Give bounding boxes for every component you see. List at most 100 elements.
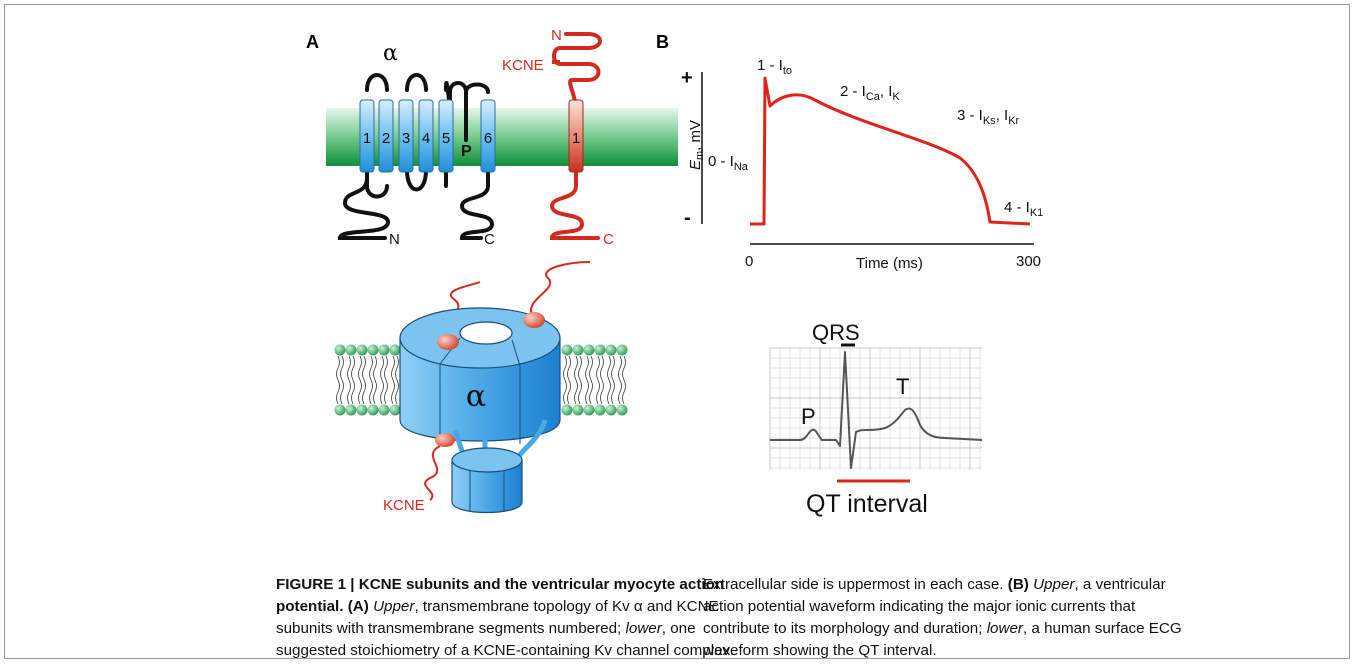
kcne-bead-bottom <box>435 433 455 447</box>
kcne-bead-top-left <box>437 334 459 350</box>
lipid-bilayer-left <box>334 344 401 416</box>
lipid-tail <box>611 355 615 405</box>
helix-2 <box>378 99 394 173</box>
lipid-head <box>389 344 401 356</box>
caption-b-text-2: action potential waveform indicating the… <box>703 598 1136 615</box>
lipid-head <box>605 404 617 416</box>
lipid-head <box>561 404 573 416</box>
lipid-tail <box>585 355 589 405</box>
lipid-head <box>583 404 595 416</box>
helix-6 <box>480 99 496 173</box>
alpha-c-terminus-label: C <box>484 231 495 248</box>
lipid-head <box>389 404 401 416</box>
alpha-chain <box>337 73 495 240</box>
ap-x-tick-0: 0 <box>745 253 753 270</box>
lipid-tail <box>578 355 582 405</box>
lipid-tail <box>395 355 399 405</box>
lipid-head <box>378 404 390 416</box>
caption-a-text-3: , one <box>661 620 696 637</box>
segment-label-3: 3 <box>402 130 410 147</box>
ap-y-label: Em, mV <box>687 120 706 170</box>
lipid-head <box>594 404 606 416</box>
segment-label-5: 5 <box>442 130 450 147</box>
caption-right-1: Extracellular side is uppermost in each … <box>703 576 1004 593</box>
lipid-tail <box>362 355 366 405</box>
alpha-n-terminus-label: N <box>389 231 400 248</box>
alpha-channel-cylinder <box>399 307 561 444</box>
ecg-p-label: P <box>801 404 816 429</box>
figure-graphic: A α 1 2 3 4 5 6 P N C <box>306 27 1043 518</box>
lipid-tail <box>358 355 362 405</box>
lipid-tail <box>336 355 340 405</box>
lipid-tail <box>373 355 377 405</box>
segment-label-1: 1 <box>363 130 371 147</box>
lipid-head <box>583 344 595 356</box>
ap-x-label: Time (ms) <box>856 255 923 272</box>
figure-frame <box>4 4 1350 659</box>
caption-figure-title: FIGURE 1 | KCNE subunits and the ventric… <box>276 576 725 593</box>
complex-kcne-label: KCNE <box>383 497 425 514</box>
lipid-head <box>334 404 346 416</box>
helix-1 <box>359 99 375 173</box>
segment-label-2: 2 <box>382 130 390 147</box>
caption-b-text-4: , a human surface ECG <box>1022 620 1182 637</box>
ap-x-tick-300: 300 <box>1016 253 1041 270</box>
kcne-cylinder <box>451 447 523 514</box>
panel-a-label: A <box>306 32 319 52</box>
caption-lower-b: lower <box>986 620 1023 637</box>
caption-lower-a: lower <box>625 620 662 637</box>
lipid-head <box>367 404 379 416</box>
kcne-helix <box>568 99 584 173</box>
lipid-tail <box>618 355 622 405</box>
caption-left: FIGURE 1 | KCNE subunits and the ventric… <box>276 574 734 662</box>
kcne-tail-bottom <box>424 445 441 501</box>
lipid-head <box>616 344 628 356</box>
lipid-head <box>378 344 390 356</box>
lipid-bilayer-right <box>561 344 628 416</box>
segment-label-6: 6 <box>484 130 492 147</box>
lipid-head <box>345 344 357 356</box>
lipid-head <box>334 344 346 356</box>
ap-minus-sign: - <box>684 207 691 229</box>
caption-b-tag: (B) <box>1007 576 1029 593</box>
ap-plus-sign: + <box>681 67 693 89</box>
caption-b-text-1: , a ventricular <box>1074 576 1166 593</box>
panel-b-label: B <box>656 32 669 52</box>
lipid-tail <box>391 355 395 405</box>
kcne-bead-top-right <box>523 312 545 328</box>
caption-upper-a: Upper <box>373 598 415 615</box>
lipid-head <box>356 404 368 416</box>
lipid-tail <box>596 355 600 405</box>
phase-4-label: 4 - IK1 <box>1004 199 1043 219</box>
lipid-head <box>616 404 628 416</box>
caption-figure-title-cont: potential. <box>276 598 344 615</box>
caption-b-text-3: contribute to its morphology and duratio… <box>703 620 983 637</box>
lipid-head <box>561 344 573 356</box>
lipid-tail <box>607 355 611 405</box>
helix-3 <box>398 99 414 173</box>
lipid-tail <box>567 355 571 405</box>
lipid-tail <box>369 355 373 405</box>
lipid-tail <box>351 355 355 405</box>
qt-interval-label: QT interval <box>806 490 928 518</box>
action-potential-trace <box>750 76 1031 226</box>
alpha-helices <box>359 99 496 173</box>
caption-a-text-2: subunits with transmembrane segments num… <box>276 620 622 637</box>
lipid-tail <box>622 355 626 405</box>
kcne-topology-label: KCNE <box>502 57 544 74</box>
lipid-head <box>367 344 379 356</box>
segment-label-4: 4 <box>422 130 430 147</box>
lipid-tail <box>340 355 344 405</box>
helix-4 <box>418 99 434 173</box>
ecg-trace <box>770 351 983 469</box>
lipid-head <box>572 344 584 356</box>
pore-label: P <box>461 143 472 160</box>
ecg-grid-background <box>770 348 982 470</box>
lipid-head <box>345 404 357 416</box>
caption-a-tag: (A) <box>347 598 369 615</box>
lipid-head <box>572 404 584 416</box>
kcne-c-terminus-label: C <box>603 231 614 248</box>
lipid-tail <box>589 355 593 405</box>
caption-a-text-4: suggested stoichiometry of a KCNE-contai… <box>276 642 735 659</box>
phase-2-label: 2 - ICa, IK <box>840 83 900 103</box>
